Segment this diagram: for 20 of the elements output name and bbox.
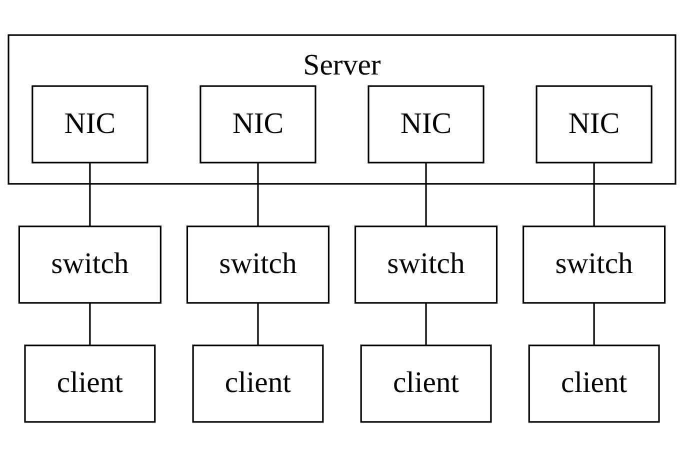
node-box: NIC <box>32 85 148 164</box>
connector <box>257 162 259 226</box>
connector <box>257 302 259 346</box>
node-box: client <box>528 344 660 423</box>
connector <box>89 162 91 226</box>
node-box: switch <box>186 226 330 304</box>
node-box: NIC <box>536 85 652 164</box>
node-box: NIC <box>200 85 316 164</box>
connector <box>593 302 595 346</box>
node-box: client <box>192 344 324 423</box>
node-box: client <box>24 344 156 423</box>
connector <box>425 162 427 226</box>
connector <box>89 302 91 346</box>
connector <box>425 302 427 346</box>
node-box: NIC <box>368 85 484 164</box>
connector <box>593 162 595 226</box>
node-box: switch <box>18 226 162 304</box>
node-box: switch <box>354 226 498 304</box>
node-box: switch <box>522 226 666 304</box>
node-box: client <box>360 344 492 423</box>
